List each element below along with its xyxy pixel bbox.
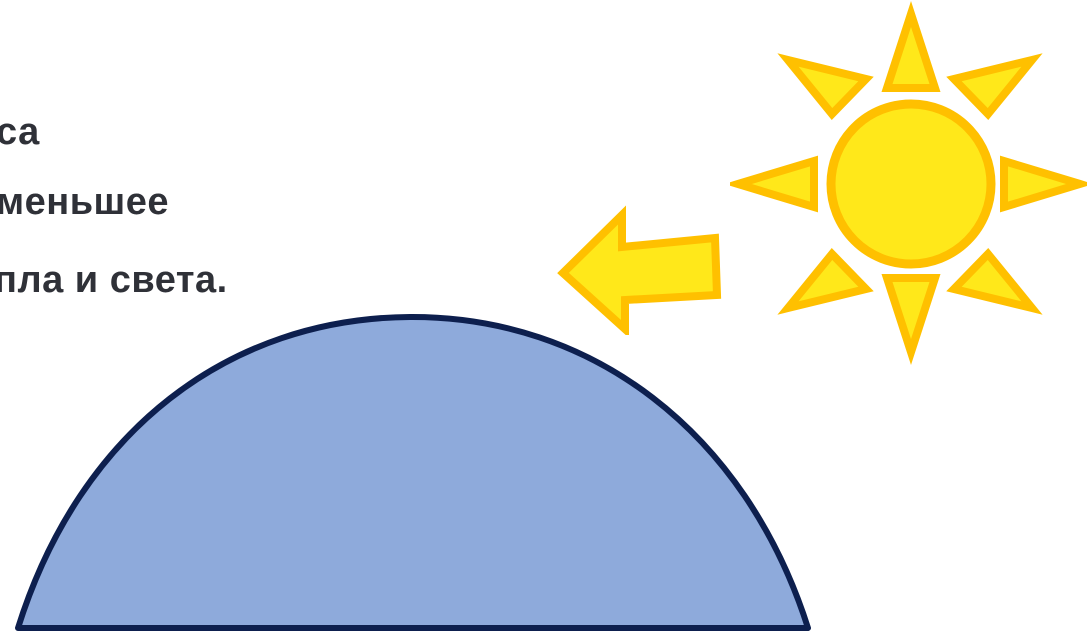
slide-text: са меньшее пла и света. xyxy=(0,0,340,320)
arrow-shape xyxy=(563,215,717,329)
sun-ray-bottom xyxy=(887,278,935,352)
text-line-1: са xyxy=(0,110,40,154)
sun-disc xyxy=(831,104,991,264)
sun-ray-left xyxy=(738,161,814,207)
sun-ray-top-left xyxy=(788,60,866,114)
text-line-2: меньшее xyxy=(0,180,169,224)
sun-ray-right xyxy=(1004,161,1080,207)
arrow-left-icon xyxy=(555,205,725,335)
earth-hemisphere-icon xyxy=(0,300,830,633)
sun-ray-bottom-left xyxy=(788,254,866,308)
sun-icon xyxy=(730,0,1087,370)
sun-ray-bottom-right xyxy=(954,254,1032,308)
sun-ray-top-right xyxy=(954,60,1032,114)
hemisphere-shape xyxy=(18,317,808,628)
text-line-3: пла и света. xyxy=(0,258,228,302)
sun-ray-top xyxy=(887,14,935,88)
